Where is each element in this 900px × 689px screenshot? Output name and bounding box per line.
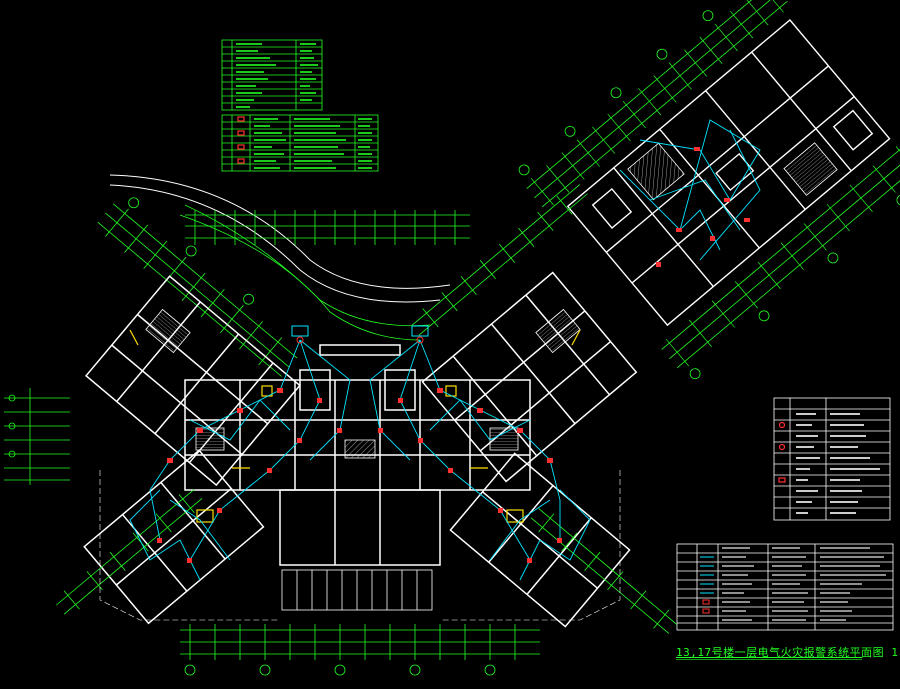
upper-right-wing	[518, 0, 900, 380]
yellow-accents	[129, 329, 581, 523]
legend-table-middle	[221, 114, 379, 172]
junction-box-icon	[291, 325, 429, 337]
left-dimension-strip	[97, 197, 298, 377]
fire-alarm-device-icon	[296, 336, 424, 344]
lower-left-dimension-strip	[56, 488, 203, 615]
fire-devices-upper-right	[656, 147, 750, 267]
stairs-and-shafts	[145, 308, 581, 459]
title-underline	[676, 657, 862, 658]
legend-table-top	[221, 39, 323, 111]
wiring-main	[129, 339, 591, 581]
right-dimension-strip	[410, 184, 588, 336]
bottom-parking	[281, 569, 433, 611]
lower-right-dimension-strip	[530, 508, 677, 634]
bottom-dimension-strip	[180, 624, 540, 676]
wiring-upper-right	[619, 119, 761, 261]
legend-table-right	[773, 397, 891, 521]
legend-table-bottom-right	[676, 543, 894, 631]
drawing-title: 13,17号楼一层电气火灾报警系统平面图 1:100	[676, 646, 900, 659]
site-boundary	[99, 470, 621, 621]
title-underline-secondary	[676, 659, 862, 660]
left-dimension-ruler	[4, 388, 70, 485]
curved-driveway	[109, 174, 451, 341]
top-dimension-strip	[185, 210, 470, 245]
fire-devices-main	[157, 388, 562, 563]
